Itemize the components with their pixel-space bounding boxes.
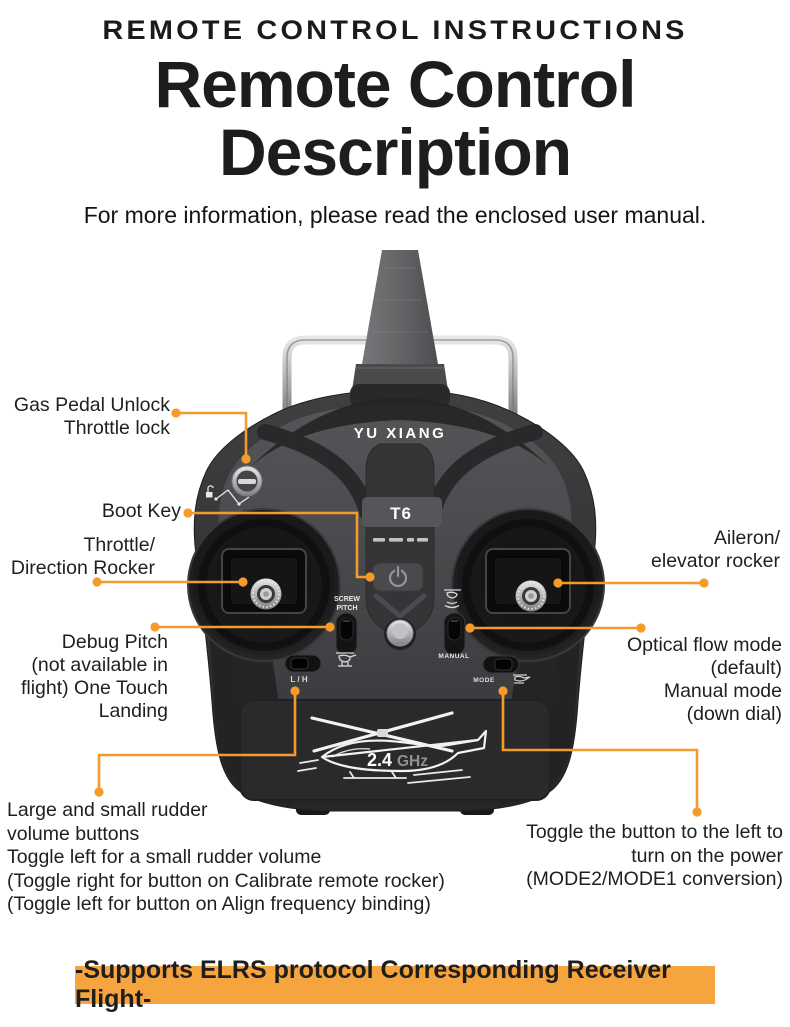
- callout-rudder-line5: (Toggle left for button on Align frequen…: [7, 893, 431, 915]
- callout-gas-pedal-line1: Gas Pedal Unlock: [13, 394, 170, 416]
- callout-gas-pedal-line2: Throttle lock: [63, 417, 170, 439]
- callout-power-toggle: Toggle the button to the left to turn on…: [478, 821, 783, 892]
- power-button: [372, 562, 424, 592]
- callout-power-line2: turn on the power: [631, 844, 783, 867]
- unlock-icon: [206, 485, 250, 506]
- callout-dots: [92, 408, 709, 817]
- eyebrow-heading: REMOTE CONTROL INSTRUCTIONS: [102, 15, 688, 45]
- horn-left: [257, 424, 375, 520]
- chevron-detail: [373, 593, 427, 620]
- center-knob: [384, 618, 416, 650]
- callout-throttle-line2: Direction Rocker: [10, 557, 155, 579]
- one-touch-landing-icon: [336, 652, 357, 667]
- manual-switch: [443, 612, 466, 656]
- page-title: Remote Control Description: [0, 50, 790, 186]
- low-high-label: L / H: [290, 675, 307, 684]
- callout-debug-line2: (not available in: [31, 654, 168, 676]
- power-icon: [388, 565, 408, 588]
- vent-dashes: [373, 538, 428, 542]
- callout-optical-line3: Manual mode: [663, 680, 782, 702]
- freq-value-label: 2.4: [367, 750, 392, 770]
- transmitter-illustration: YU XIANG T6: [187, 250, 605, 815]
- screw-pitch-label-2: PITCH: [337, 605, 358, 612]
- callout-gas-pedal: Gas Pedal Unlock Throttle lock: [0, 394, 170, 440]
- page-title-line2: Description: [218, 115, 572, 189]
- callout-aileron-line1: Aileron/: [713, 527, 780, 549]
- top-ridge: [247, 398, 553, 470]
- left-stick: [187, 508, 341, 662]
- screw-pitch-switch: [335, 612, 358, 656]
- elrs-banner-text: -Supports ELRS protocol Corresponding Re…: [75, 956, 671, 1013]
- right-stick: [451, 508, 605, 662]
- callout-rudder-volume: Large and small rudder volume buttons To…: [7, 799, 487, 917]
- callout-optical-line4: (down dial): [686, 703, 782, 725]
- callout-boot-key: Boot Key: [0, 500, 181, 523]
- callout-debug-pitch: Debug Pitch (not available in flight) On…: [0, 631, 168, 723]
- callout-throttle-line1: Throttle/: [83, 534, 155, 556]
- callout-line-boot-key: [188, 511, 367, 579]
- throttle-lock-dial: [231, 465, 263, 497]
- callout-optical-flow: Optical flow mode (default) Manual mode …: [593, 634, 782, 726]
- low-high-slider: [284, 654, 322, 673]
- callout-line-rudder-volume: [97, 691, 297, 790]
- callout-throttle-rocker: Throttle/ Direction Rocker: [0, 534, 155, 580]
- callout-rudder-line1: Large and small rudder: [7, 799, 208, 821]
- callout-optical-line1: Optical flow mode: [627, 634, 782, 656]
- page-subtitle: For more information, please read the en…: [83, 202, 707, 228]
- callout-aileron-rocker: Aileron/ elevator rocker: [598, 527, 780, 573]
- callout-rudder-line4: (Toggle right for button on Calibrate re…: [7, 869, 445, 892]
- callout-line-power-toggle: [501, 691, 699, 810]
- mode-label: MODE: [473, 677, 495, 684]
- callout-line-gas-pedal: [176, 411, 248, 456]
- callout-debug-line4: Landing: [98, 700, 168, 722]
- elrs-banner: -Supports ELRS protocol Corresponding Re…: [75, 956, 715, 1013]
- model-label: T6: [390, 504, 412, 523]
- screw-pitch-label-1: SCREW: [334, 596, 360, 603]
- callout-rudder-line3: Toggle left for a small rudder volume: [7, 846, 322, 868]
- callout-aileron-line2: elevator rocker: [651, 550, 780, 572]
- brand-label: YU XIANG: [354, 425, 447, 442]
- freq-unit-label: GHz: [397, 753, 428, 770]
- callout-power-line1: Toggle the button to the left to: [526, 821, 783, 843]
- antenna: [352, 250, 448, 390]
- callout-power-line3: (MODE2/MODE1 conversion): [526, 868, 783, 890]
- manual-label: MANUAL: [438, 653, 469, 660]
- helicopter-2-4ghz-art: 2.4 GHz: [297, 711, 488, 784]
- callout-lines: [97, 411, 703, 810]
- mode-slider: [482, 655, 520, 674]
- callout-optical-line2: (default): [710, 657, 782, 679]
- mode-heli-icon: [513, 674, 531, 684]
- callout-debug-line3: flight) One Touch: [20, 677, 168, 699]
- page-title-line1: Remote Control: [154, 47, 637, 121]
- optical-flow-icon: [444, 589, 461, 609]
- callout-rudder-line2: volume buttons: [7, 822, 140, 845]
- center-strip: [365, 443, 435, 644]
- model-plate: [362, 497, 442, 527]
- callout-debug-line1: Debug Pitch: [61, 631, 168, 653]
- callout-boot-key-line1: Boot Key: [101, 500, 181, 522]
